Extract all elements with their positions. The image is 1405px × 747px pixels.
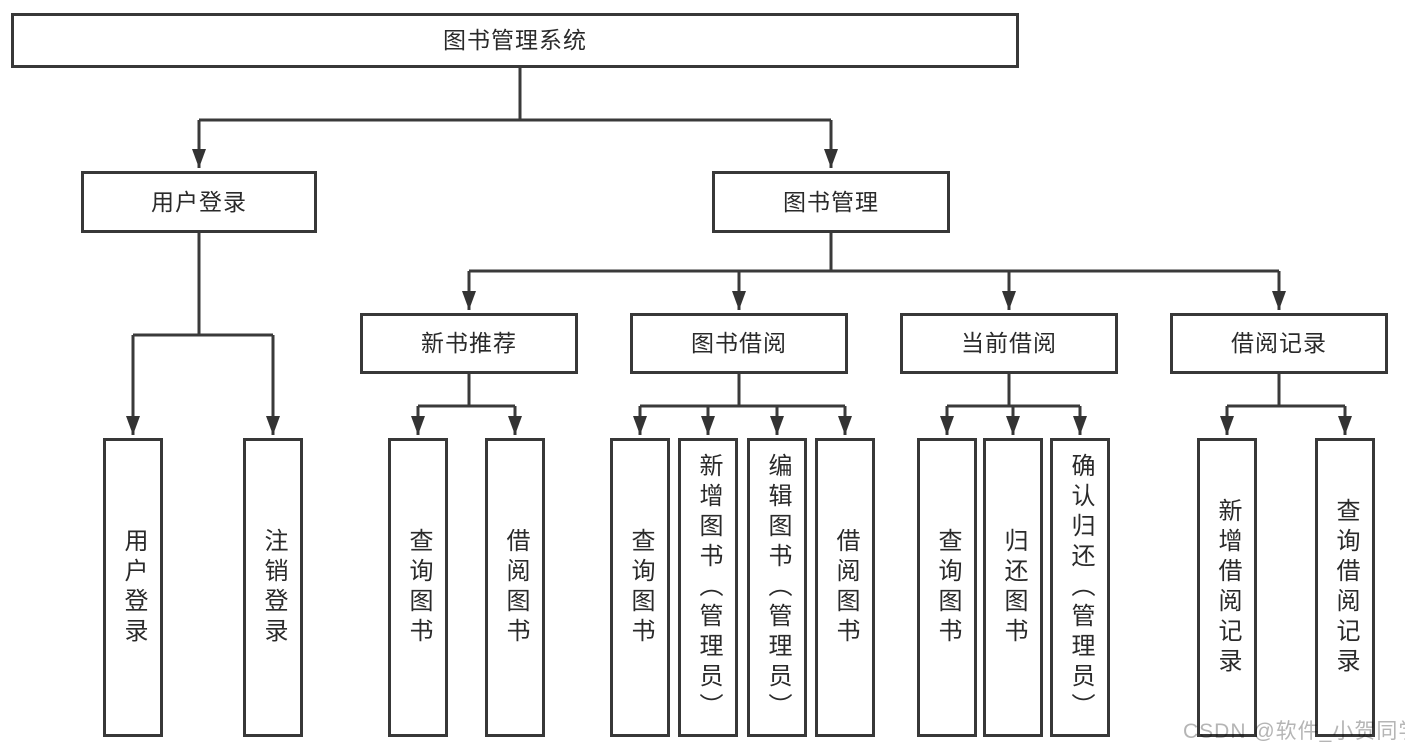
node-library-management-system: 图书管理系统 (11, 13, 1019, 68)
leaf-add-books-admin: 新增图书（管理员） (678, 438, 738, 737)
node-label: 当前借阅 (961, 330, 1057, 356)
node-new-book-recommendation: 新书推荐 (360, 313, 578, 374)
connector-borrowing-records (1220, 374, 1352, 435)
leaf-query-books-borrow: 查询图书 (610, 438, 670, 737)
leaf-label: 查询图书 (627, 527, 654, 648)
leaf-query-borrow-record: 查询借阅记录 (1315, 438, 1375, 737)
leaf-label: 查询图书 (934, 527, 961, 648)
leaf-borrow-books-recommend: 借阅图书 (485, 438, 545, 737)
leaf-add-borrow-record: 新增借阅记录 (1197, 438, 1257, 737)
node-user-login: 用户登录 (81, 171, 317, 233)
leaf-logout: 注销登录 (243, 438, 303, 737)
connector-book-management (462, 233, 1286, 310)
leaf-confirm-return-admin: 确认归还（管理员） (1050, 438, 1110, 737)
leaf-user-login: 用户登录 (103, 438, 163, 737)
connector-root (192, 68, 838, 168)
node-book-borrowing: 图书借阅 (630, 313, 848, 374)
csdn-watermark: CSDN @软件_小贺同学 (1183, 720, 1405, 743)
node-label: 用户登录 (151, 188, 247, 215)
node-current-borrowing: 当前借阅 (900, 313, 1118, 374)
leaf-edit-books-admin: 编辑图书（管理员） (747, 438, 807, 737)
leaf-label: 编辑图书（管理员） (764, 452, 791, 723)
leaf-return-books: 归还图书 (983, 438, 1043, 737)
node-label: 图书管理 (783, 188, 879, 215)
connector-current-borrowing (940, 374, 1087, 435)
leaf-label: 借阅图书 (832, 527, 859, 648)
leaf-label: 借阅图书 (502, 527, 529, 648)
node-borrowing-records: 借阅记录 (1170, 313, 1388, 374)
leaf-label: 注销登录 (260, 527, 287, 648)
leaf-label: 确认归还（管理员） (1067, 452, 1094, 723)
node-label: 图书借阅 (691, 330, 787, 356)
leaf-label: 查询借阅记录 (1332, 497, 1359, 678)
node-label: 图书管理系统 (443, 27, 587, 53)
node-label: 借阅记录 (1231, 330, 1327, 356)
node-label: 新书推荐 (421, 330, 517, 356)
leaf-label: 查询图书 (405, 527, 432, 648)
node-book-management: 图书管理 (712, 171, 950, 233)
leaf-label: 新增图书（管理员） (695, 452, 722, 723)
leaf-borrow-books: 借阅图书 (815, 438, 875, 737)
connector-book-borrowing (633, 374, 852, 435)
connector-new-book-recommendation (411, 374, 522, 435)
leaf-query-books-recommend: 查询图书 (388, 438, 448, 737)
leaf-label: 用户登录 (120, 527, 147, 648)
connector-user-login (126, 233, 280, 435)
leaf-label: 新增借阅记录 (1214, 497, 1241, 678)
leaf-label: 归还图书 (1000, 527, 1027, 648)
leaf-query-books-current: 查询图书 (917, 438, 977, 737)
